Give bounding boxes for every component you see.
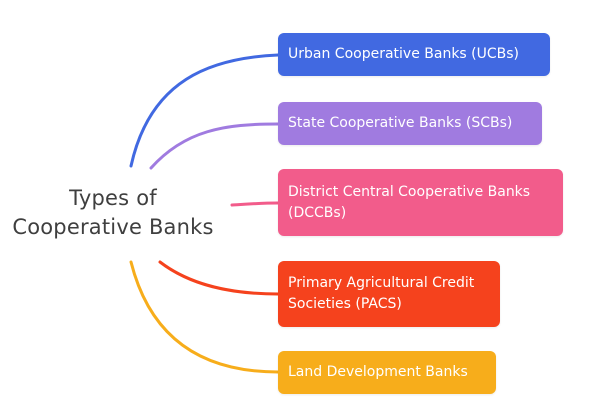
root-topic: Types of Cooperative Banks [0, 184, 226, 242]
branch-node-district-central-cooperative-banks: District Central Cooperative Banks (DCCB… [278, 169, 563, 236]
branch-label: State Cooperative Banks (SCBs) [288, 115, 513, 131]
connector-state-cooperative-banks [149, 122, 280, 170]
branch-node-urban-cooperative-banks: Urban Cooperative Banks (UCBs) [278, 33, 550, 76]
branch-label: District Central Cooperative Banks (DCCB… [288, 183, 531, 221]
branch-node-primary-agricultural-credit-societies: Primary Agricultural Credit Societies (P… [278, 261, 500, 327]
branch-node-state-cooperative-banks: State Cooperative Banks (SCBs) [278, 102, 542, 145]
root-topic-line-1: Types of [69, 186, 157, 210]
connector-district-central-cooperative-banks [230, 201, 280, 207]
branch-label: Urban Cooperative Banks (UCBs) [288, 46, 520, 62]
branch-node-land-development-banks: Land Development Banks [278, 351, 496, 394]
branch-label: Land Development Banks [288, 364, 468, 380]
branch-label: Primary Agricultural Credit Societies (P… [288, 275, 475, 312]
root-topic-line-2: Cooperative Banks [12, 215, 214, 239]
connector-primary-agricultural-credit-societies [158, 260, 280, 296]
connector-land-development-banks [129, 260, 280, 374]
connector-urban-cooperative-banks [129, 53, 280, 168]
